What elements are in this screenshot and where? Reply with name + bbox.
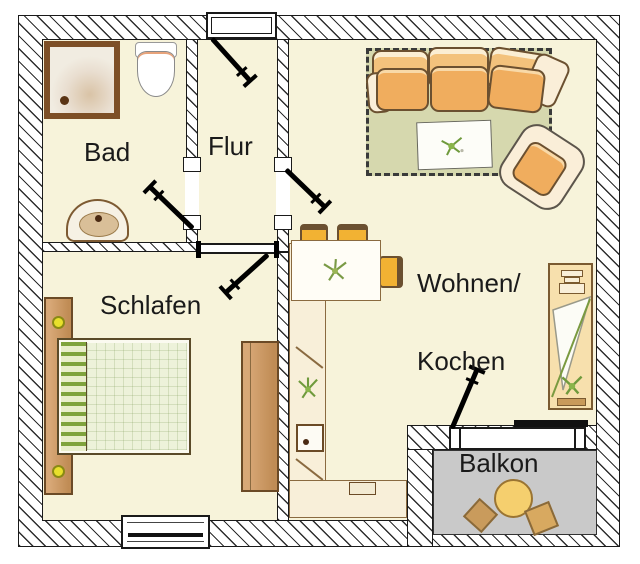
bad-door-jamb (183, 157, 201, 172)
sink-drain-icon (303, 439, 309, 445)
room-label-wohnen-line1: Wohnen/ (417, 268, 521, 298)
balcony-lintel (514, 420, 588, 427)
coffee-table-icon (416, 119, 493, 171)
shower-icon (44, 41, 120, 119)
plant-icon (298, 377, 318, 399)
toilet-bowl-icon (137, 51, 175, 97)
sofa-seat-cushion (486, 63, 547, 115)
wardrobe-door-line (250, 343, 251, 490)
sofa-seat-cushion (430, 66, 489, 112)
schlafen-door-threshold (196, 241, 279, 258)
vase-icon (559, 283, 585, 294)
window-frame-line (127, 522, 204, 523)
bed-icon (57, 338, 191, 455)
entrance-door-panel (211, 17, 272, 34)
dining-chair-icon (379, 256, 403, 288)
door-frame-line (459, 429, 461, 448)
balcony-door-icon (449, 427, 586, 450)
kitchen-sink-icon (296, 424, 324, 452)
threshold-end (274, 241, 279, 258)
bed-pillows (61, 342, 87, 451)
entrance-door-icon (206, 12, 277, 39)
bed-blanket (87, 343, 187, 450)
vase-icon (561, 270, 583, 277)
shelf-panel (551, 295, 591, 398)
sofa-seat-cushion (376, 68, 429, 111)
wardrobe-icon (241, 341, 279, 492)
balcony-floor (433, 450, 597, 535)
door-tick (235, 66, 248, 78)
room-label-flur: Flur (208, 131, 253, 161)
shelf-unit-icon (548, 263, 593, 410)
dining-table-icon (291, 240, 381, 301)
room-label-bad: Bad (84, 137, 131, 167)
bedroom-window-icon (121, 515, 210, 549)
washbasin-drain-icon (95, 215, 102, 222)
wall-bad-bottom (42, 242, 198, 252)
shower-drain-icon (60, 96, 69, 105)
vase-icon (564, 277, 580, 283)
window-frame-line (127, 541, 204, 542)
room-label-wohnen-kochen: Wohnen/ Kochen (417, 218, 521, 426)
bad-door-opening (185, 171, 199, 217)
window-glass-line (128, 533, 203, 537)
door-frame-line (574, 429, 576, 448)
door-tick (153, 189, 165, 202)
door-tick (310, 192, 322, 205)
room-label-schlafen: Schlafen (100, 290, 202, 320)
kitchen-counter-bottom (289, 480, 407, 518)
plant-icon (441, 136, 464, 156)
wohnen-door-jamb (274, 215, 292, 230)
plant-icon (323, 259, 347, 281)
room-label-wohnen-line2: Kochen (417, 346, 506, 376)
room-label-balkon: Balkon (459, 448, 539, 478)
bedside-lamp-icon (52, 465, 65, 478)
bedside-lamp-icon (52, 316, 65, 329)
threshold-end (196, 241, 201, 258)
plant-icon (561, 375, 583, 395)
wohnen-door-opening (276, 171, 290, 217)
hob-icon (349, 482, 376, 495)
plant-pot (557, 398, 586, 406)
